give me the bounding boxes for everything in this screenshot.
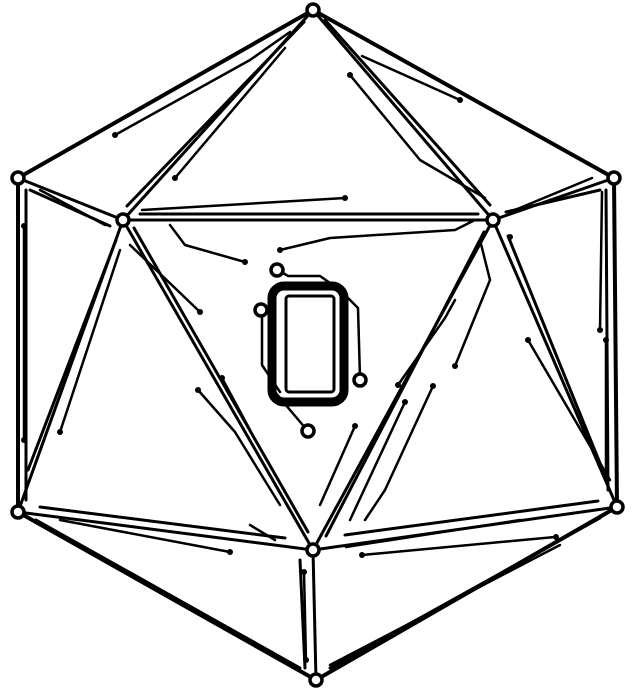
trace-terminals: [21, 72, 609, 663]
vertex-nodes: [10, 2, 625, 688]
chip-icon: [267, 281, 349, 407]
inner-edges: [16, 8, 619, 682]
chip-pin-nodes: [253, 262, 368, 439]
